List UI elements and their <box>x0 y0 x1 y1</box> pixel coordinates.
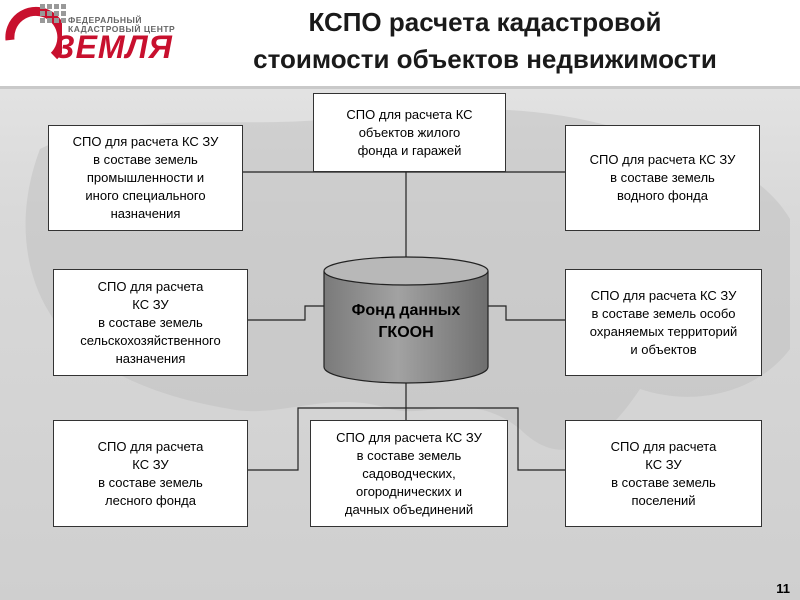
box-line: в составе земель <box>611 474 716 490</box>
box-line: в составе земель <box>98 474 203 490</box>
box-line: СПО для расчета <box>97 438 204 454</box>
box-line: в составе земель <box>98 314 203 330</box>
box-line: лесного фонда <box>105 492 196 508</box>
page-title: КСПО расчета кадастровой стоимости объек… <box>185 4 785 78</box>
box-water-fund: СПО для расчета КС ЗУ в составе земель в… <box>565 125 760 231</box>
box-line: водного фонда <box>617 188 708 203</box>
logo-grid-icon <box>40 4 66 23</box>
box-line: назначения <box>110 206 181 221</box>
box-line: огороднических и <box>356 483 462 499</box>
right-middle-connector <box>488 305 565 321</box>
box-line: в составе земель <box>610 170 715 185</box>
box-residential-fund: СПО для расчета КС объектов жилого фонда… <box>313 93 506 172</box>
box-agricultural-lands: СПО для расчета КС ЗУ в составе земель с… <box>53 269 248 376</box>
box-line: и объектов <box>630 341 697 357</box>
box-line: дачных объединений <box>344 501 474 517</box>
logo-line-1: ФЕДЕРАЛЬНЫЙ <box>68 15 142 25</box>
database-line-2: ГКООН <box>378 324 434 341</box>
left-middle-connector <box>248 305 324 321</box>
header-bar <box>0 0 800 86</box>
box-line: сельскохозяйственного <box>80 332 221 348</box>
box-line: в составе земель особо <box>591 305 736 321</box>
box-line: КС ЗУ <box>645 456 682 472</box>
box-line: объектов жилого <box>358 124 461 140</box>
logo: ФЕДЕРАЛЬНЫЙ КАДАСТРОВЫЙ ЦЕНТР ЗЕМЛЯ <box>2 2 175 72</box>
logo-brand: ЗЕМЛЯ <box>54 29 173 65</box>
box-settlements: СПО для расчета КС ЗУ в составе земель п… <box>565 420 762 527</box>
box-forest-fund: СПО для расчета КС ЗУ в составе земель л… <box>53 420 248 527</box>
box-line: СПО для расчета <box>610 438 717 454</box>
box-line: КС ЗУ <box>132 456 169 472</box>
box-line: СПО для расчета КС ЗУ <box>72 134 219 149</box>
box-line: КС ЗУ <box>132 296 169 312</box>
box-line: СПО для расчета КС ЗУ <box>336 429 482 445</box>
box-line: садоводческих, <box>362 465 456 481</box>
title-line-2: стоимости объектов недвижимости <box>253 44 717 74</box>
page-number: 11 <box>776 581 790 596</box>
box-line: поселений <box>631 492 696 508</box>
database-cylinder-icon <box>323 256 489 384</box>
title-line-1: КСПО расчета кадастровой <box>308 7 662 37</box>
logo-line-2: КАДАСТРОВЫЙ ЦЕНТР <box>68 24 176 34</box>
box-line: иного специального <box>85 188 206 203</box>
box-line: СПО для расчета КС ЗУ <box>590 287 737 303</box>
database-line-1: Фонд данных <box>351 302 461 319</box>
box-protected-territories: СПО для расчета КС ЗУ в составе земель о… <box>565 269 762 376</box>
box-line: СПО для расчета КС <box>346 106 473 122</box>
box-industrial-lands: СПО для расчета КС ЗУ в составе земель п… <box>48 125 243 231</box>
header-divider <box>0 86 800 89</box>
box-line: фонда и гаражей <box>357 142 462 158</box>
box-garden-associations: СПО для расчета КС ЗУ в составе земель с… <box>310 420 508 527</box>
box-line: в составе земель <box>93 152 198 167</box>
box-line: назначения <box>115 350 186 366</box>
box-line: охраняемых территорий <box>589 323 738 339</box>
box-line: в составе земель <box>356 447 462 463</box>
box-line: СПО для расчета <box>97 278 204 294</box>
box-line: СПО для расчета КС ЗУ <box>589 152 736 167</box>
box-line: промышленности и <box>86 170 205 185</box>
bottom-connector <box>248 407 565 471</box>
database-label: Фонд данных ГКООН <box>322 300 490 344</box>
